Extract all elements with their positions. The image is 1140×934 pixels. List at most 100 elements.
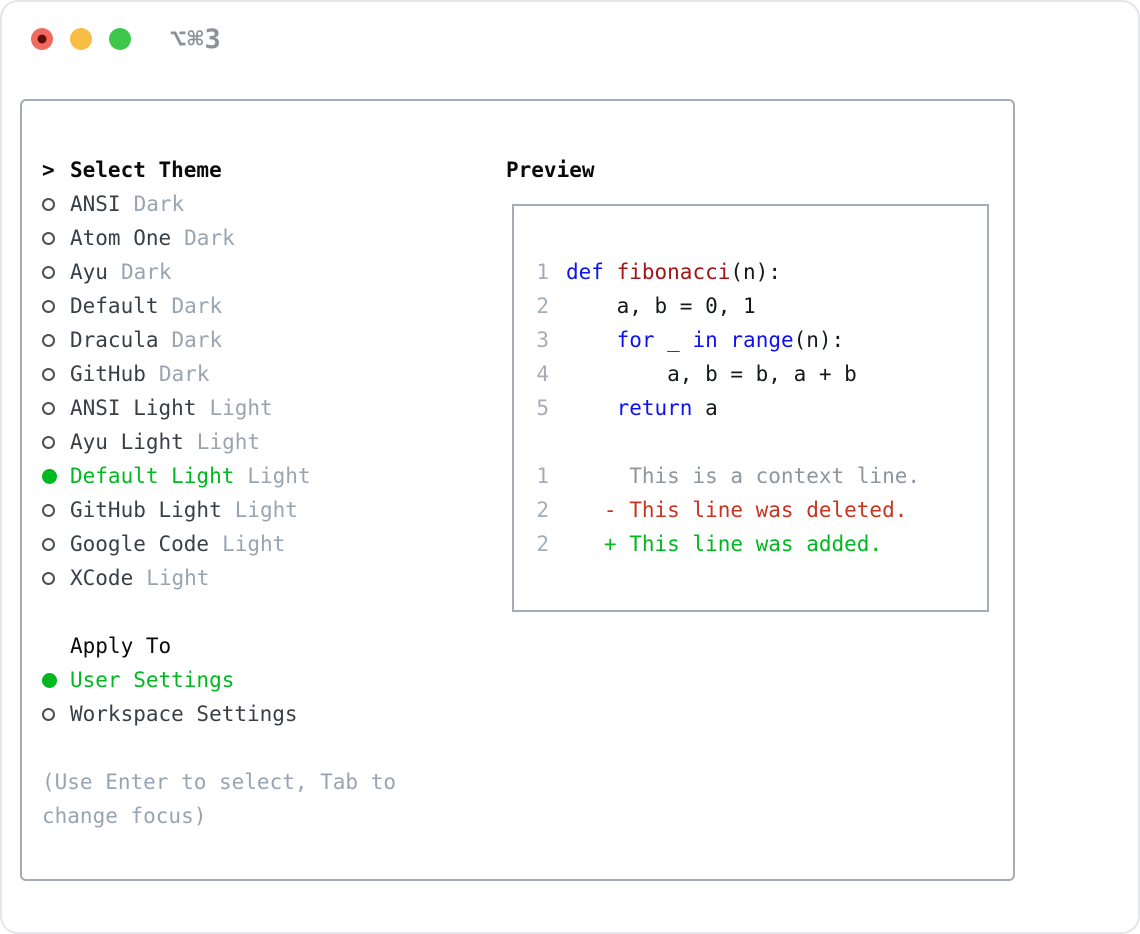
preview-title: Preview <box>506 158 595 182</box>
close-button[interactable] <box>31 28 53 50</box>
theme-item-default-light[interactable]: Default Light Light <box>42 459 482 493</box>
code-token-plain <box>718 328 731 352</box>
theme-item-atom-one[interactable]: Atom One Dark <box>42 221 482 255</box>
code-token-plain: a, b = b, a + b <box>566 362 857 386</box>
theme-variant-tag: Dark <box>171 328 223 352</box>
theme-item-label: Default <box>70 294 159 318</box>
radio-icon <box>42 197 70 211</box>
line-number: 3 <box>536 328 549 352</box>
titlebar <box>31 28 148 50</box>
cursor-icon: > <box>42 158 55 182</box>
code-line: 4 a, b = b, a + b <box>529 357 987 391</box>
radio-icon <box>42 503 70 517</box>
theme-item-label: Ayu Light <box>70 430 184 454</box>
line-number: 1 <box>536 464 549 488</box>
line-number: 2 <box>536 294 549 318</box>
line-number: 5 <box>536 396 549 420</box>
apply-option-label: Workspace Settings <box>70 702 298 726</box>
code-line: 1 This is a context line. <box>529 459 987 493</box>
code-token-plain <box>566 396 617 420</box>
code-token-plain: (n): <box>730 260 781 284</box>
theme-item-ayu-light[interactable]: Ayu Light Light <box>42 425 482 459</box>
radio-icon <box>42 333 70 347</box>
code-token-plain <box>566 328 617 352</box>
code-token-added: + This line was added. <box>566 532 883 556</box>
selected-radio-icon <box>42 468 70 484</box>
theme-item-label: ANSI <box>70 192 121 216</box>
line-number: 2 <box>536 498 549 522</box>
theme-item-label: Ayu <box>70 260 108 284</box>
code-line: 3 for _ in range(n): <box>529 323 987 357</box>
selected-radio-icon <box>42 672 70 688</box>
code-token-plain: (n): <box>793 328 845 352</box>
code-line: 1 def fibonacci(n): <box>529 255 987 289</box>
code-token-plain: a, b = 0, 1 <box>566 294 756 318</box>
theme-item-github-light[interactable]: GitHub Light Light <box>42 493 482 527</box>
code-token-keyword: for <box>616 328 655 352</box>
section-gap <box>42 731 482 765</box>
code-line <box>529 425 987 459</box>
unsaved-dot-icon <box>37 34 47 44</box>
code-token-context: This is a context line. <box>566 464 921 488</box>
code-token-plain: a <box>692 396 718 420</box>
zoom-button[interactable] <box>109 28 131 50</box>
line-number: 2 <box>536 532 549 556</box>
theme-item-label: GitHub Light <box>70 498 222 522</box>
minimize-button[interactable] <box>70 28 92 50</box>
apply-to-title: Apply To <box>70 634 172 658</box>
radio-icon <box>42 401 70 415</box>
theme-variant-tag: Light <box>247 464 311 488</box>
theme-variant-tag: Light <box>234 498 298 522</box>
radio-icon <box>42 299 70 313</box>
radio-icon <box>42 367 70 381</box>
theme-item-google-code[interactable]: Google Code Light <box>42 527 482 561</box>
theme-item-label: Default Light <box>70 464 235 488</box>
radio-icon <box>42 537 70 551</box>
code-line: 5 return a <box>529 391 987 425</box>
code-line: 2 a, b = 0, 1 <box>529 289 987 323</box>
theme-variant-tag: Light <box>209 396 273 420</box>
theme-item-label: Atom One <box>70 226 172 250</box>
radio-icon <box>42 707 70 721</box>
apply-option-user-settings[interactable]: User Settings <box>42 663 482 697</box>
code-token-keyword: range <box>730 328 794 352</box>
theme-item-ansi[interactable]: ANSI Dark <box>42 187 482 221</box>
code-token-function: fibonacci <box>616 260 731 284</box>
window-shortcut-label: ⌥⌘3 <box>170 24 222 55</box>
code-token-keyword: in <box>692 328 718 352</box>
code-token-keyword: return <box>616 396 693 420</box>
theme-variant-tag: Light <box>196 430 261 454</box>
code-line: 2 - This line was deleted. <box>529 493 987 527</box>
apply-option-workspace-settings[interactable]: Workspace Settings <box>42 697 482 731</box>
theme-item-dracula[interactable]: Dracula Dark <box>42 323 482 357</box>
line-number: 1 <box>536 260 549 284</box>
theme-item-label: Dracula <box>70 328 159 352</box>
apply-to-header: Apply To <box>42 629 482 663</box>
code-token-deleted: - This line was deleted. <box>566 498 908 522</box>
code-line: 2 + This line was added. <box>529 527 987 561</box>
theme-item-label: XCode <box>70 566 134 590</box>
theme-item-default[interactable]: Default Dark <box>42 289 482 323</box>
radio-icon <box>42 231 70 245</box>
select-theme-title: Select Theme <box>70 158 222 182</box>
theme-variant-tag: Dark <box>184 226 235 250</box>
theme-variant-tag: Dark <box>171 294 223 318</box>
theme-variant-tag: Light <box>222 532 286 556</box>
code-token-keyword: def <box>566 260 604 284</box>
apply-option-label: User Settings <box>70 668 235 692</box>
code-token-plain: _ <box>654 328 693 352</box>
code-token-plain <box>604 260 617 284</box>
radio-icon <box>42 435 70 449</box>
theme-item-label: Google Code <box>70 532 210 556</box>
theme-variant-tag: Dark <box>133 192 185 216</box>
select-theme-header: > Select Theme <box>42 153 482 187</box>
